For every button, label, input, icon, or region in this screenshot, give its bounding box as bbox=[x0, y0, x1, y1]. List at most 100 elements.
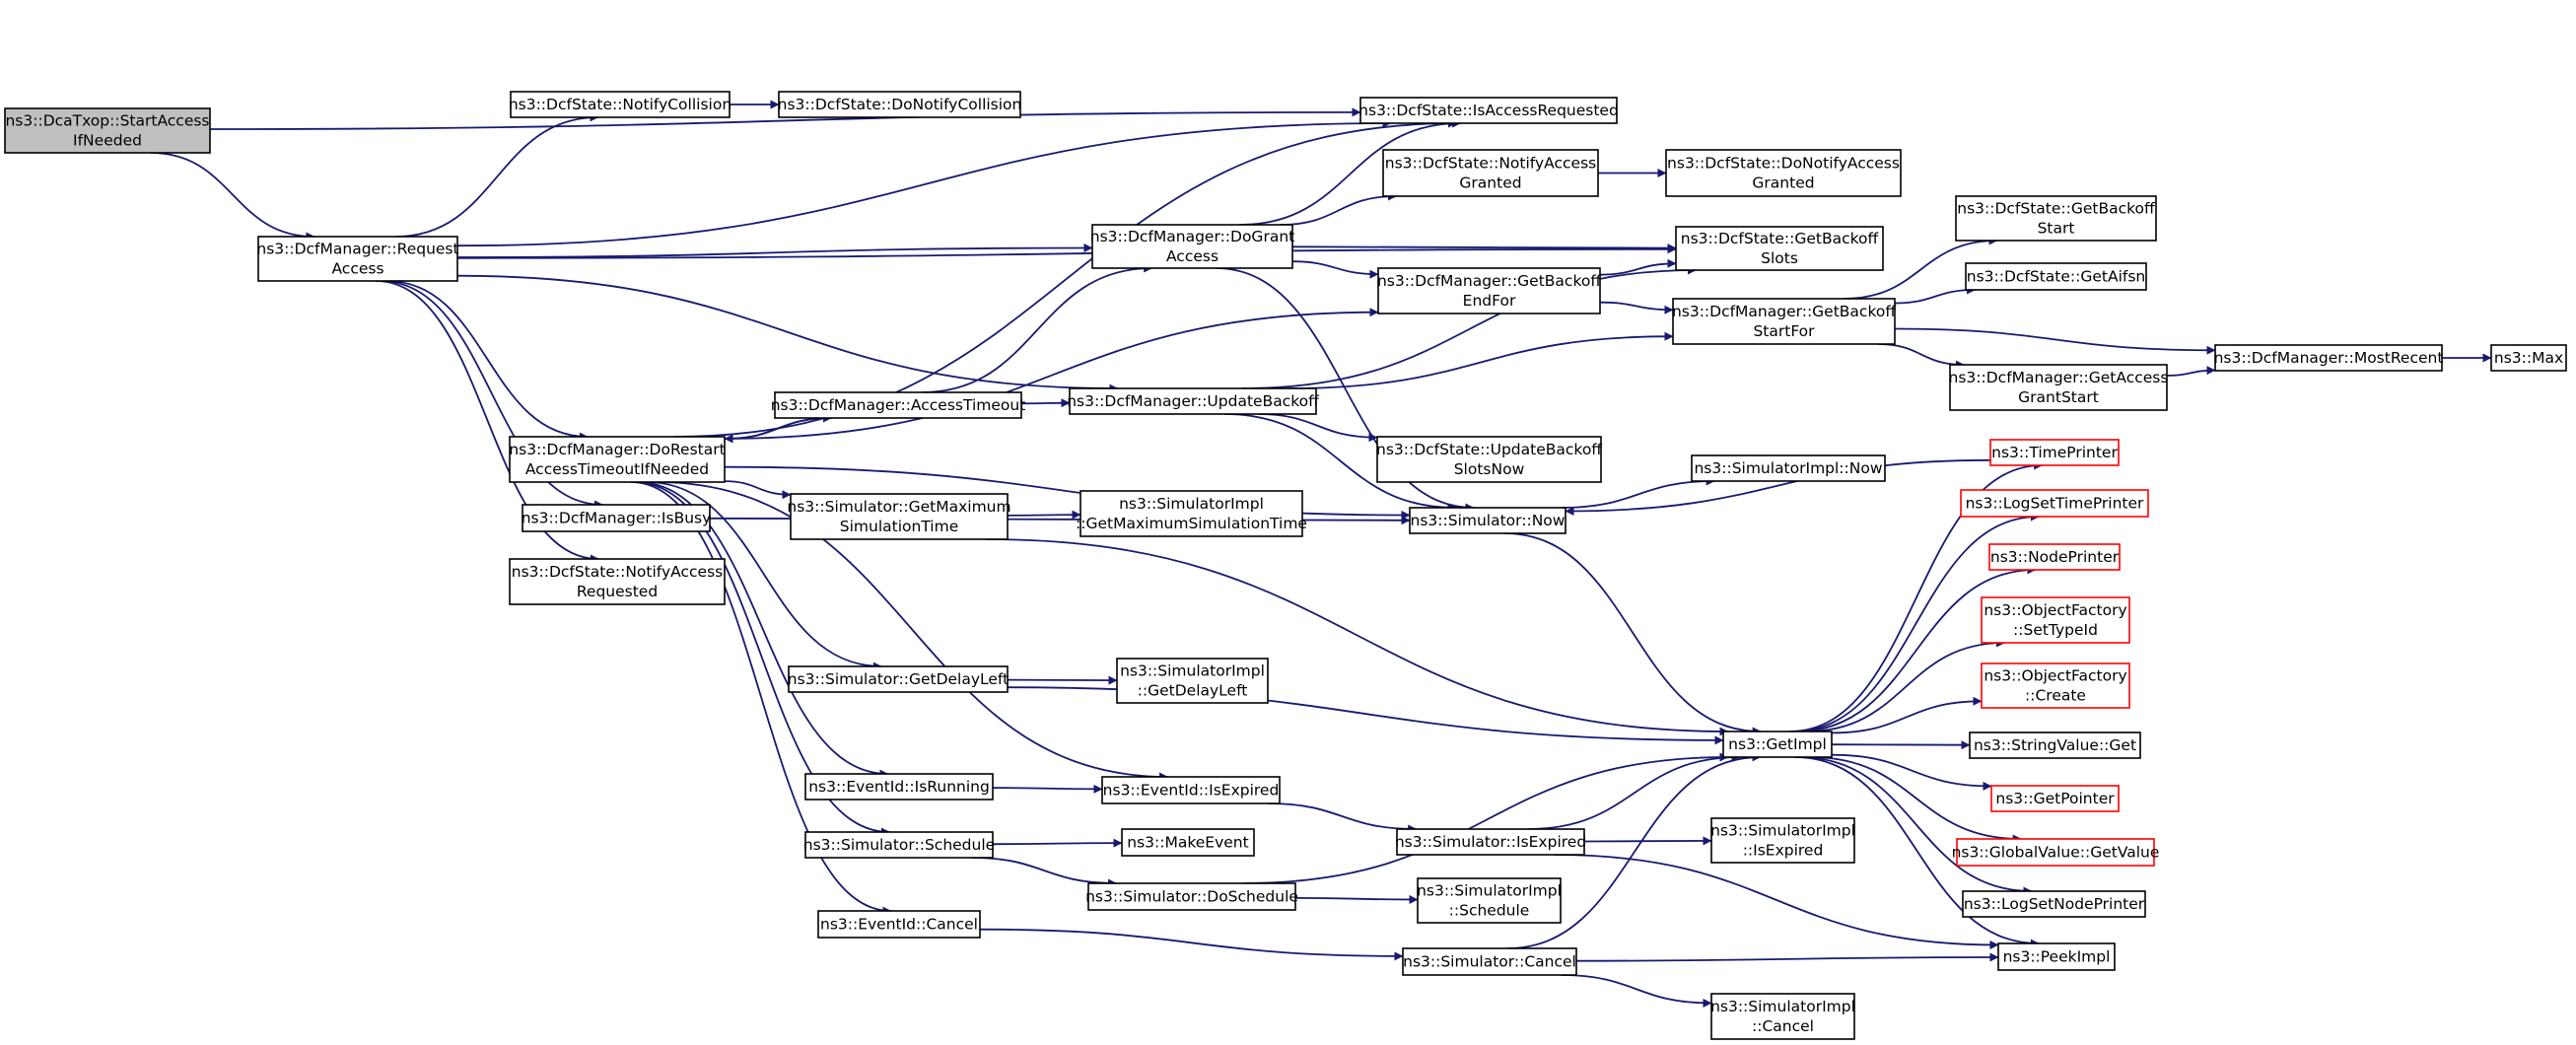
node-label: ns3::GetPointer bbox=[1995, 790, 2115, 807]
edge-getmaxsimtime-to-implgetmaxsimtime bbox=[1007, 510, 1081, 520]
node-isaccessrequested[interactable]: ns3::DcfState::IsAccessRequested bbox=[1358, 97, 1619, 124]
node-logsetnodeprinter[interactable]: ns3::LogSetNodePrinter bbox=[1962, 890, 2146, 918]
node-label: EndFor bbox=[1463, 292, 1516, 310]
node-label: ns3::DcfState::NotifyAccess bbox=[512, 563, 723, 581]
node-implschedule[interactable]: ns3::SimulatorImpl::Schedule bbox=[1417, 877, 1562, 924]
node-dorestart[interactable]: ns3::DcfManager::DoRestartAccessTimeoutI… bbox=[509, 436, 726, 483]
node-label: ns3::SimulatorImpl bbox=[1417, 882, 1562, 900]
node-logsettimeprinter[interactable]: ns3::LogSetTimePrinter bbox=[1960, 489, 2149, 518]
node-globalvalueget[interactable]: ns3::GlobalValue::GetValue bbox=[1952, 838, 2160, 867]
node-notifycollision[interactable]: ns3::DcfState::NotifyCollision bbox=[509, 91, 731, 118]
edge-getbackoffstartfor-to-getbackoffstart bbox=[1844, 236, 1998, 300]
edge-getdelayleft-to-implgetdelayleft bbox=[1007, 675, 1118, 685]
node-settypeid[interactable]: ns3::ObjectFactory::SetTypeId bbox=[1981, 596, 2130, 644]
node-box bbox=[1997, 942, 2116, 971]
node-peekimpl[interactable]: ns3::PeekImpl bbox=[1997, 942, 2116, 971]
node-box bbox=[1969, 732, 2141, 759]
node-label: Granted bbox=[1459, 174, 1521, 192]
node-implcancel[interactable]: ns3::SimulatorImpl::Cancel bbox=[1710, 993, 1855, 1040]
edge-eventcancel-to-simcancel bbox=[979, 928, 1404, 961]
node-label: ::GetDelayLeft bbox=[1138, 682, 1248, 700]
node-label: ns3::DcfState::GetBackoff bbox=[1957, 200, 2155, 218]
node-simcancel[interactable]: ns3::Simulator::Cancel bbox=[1402, 947, 1577, 976]
node-implgetdelayleft[interactable]: ns3::SimulatorImpl::GetDelayLeft bbox=[1116, 658, 1269, 704]
node-label: ns3::DcfManager::MostRecent bbox=[2214, 349, 2444, 367]
edge-dorestart-to-eventisrunning bbox=[636, 481, 889, 779]
node-label: Requested bbox=[577, 583, 658, 600]
edge-timeprinter-to-simnow bbox=[1565, 458, 1991, 516]
node-simnow[interactable]: ns3::Simulator::Now bbox=[1409, 507, 1566, 534]
node-label: ns3::SimulatorImpl bbox=[1710, 822, 1855, 840]
node-makeevent[interactable]: ns3::MakeEvent bbox=[1121, 828, 1255, 857]
node-box bbox=[1960, 489, 2149, 518]
edge-eventisexpired-to-simisexpired bbox=[1268, 802, 1418, 834]
node-max[interactable]: ns3::Max bbox=[2490, 344, 2567, 372]
node-label: ns3::DcaTxop::StartAccess bbox=[5, 112, 209, 130]
edge-requestaccess-to-getbackoffslots bbox=[456, 244, 1677, 259]
edge-accesstimeout-to-updatebackoff bbox=[1020, 398, 1071, 408]
node-label: ns3::LogSetNodePrinter bbox=[1964, 895, 2145, 913]
node-label: ns3::Max bbox=[2494, 349, 2563, 367]
edge-simcancel-to-getimpl bbox=[1506, 752, 1762, 949]
node-label: ::Cancel bbox=[1752, 1017, 1814, 1035]
node-label: SimulationTime bbox=[840, 518, 959, 535]
edge-dograntaccess-to-getbackoffendfor bbox=[1291, 260, 1379, 279]
node-label: ns3::DcfState::DoNotifyAccess bbox=[1667, 155, 1900, 173]
node-label: ns3::StringValue::Get bbox=[1974, 736, 2136, 754]
node-getmaxsimtime[interactable]: ns3::Simulator::GetMaximumSimulationTime bbox=[787, 493, 1011, 540]
node-mostrecent[interactable]: ns3::DcfManager::MostRecent bbox=[2214, 344, 2444, 372]
node-create[interactable]: ns3::ObjectFactory::Create bbox=[1981, 662, 2130, 709]
node-implgetmaxsimtime[interactable]: ns3::SimulatorImpl::GetMaximumSimulation… bbox=[1076, 490, 1307, 537]
node-box bbox=[804, 773, 994, 801]
node-eventcancel[interactable]: ns3::EventId::Cancel bbox=[817, 910, 981, 939]
node-implisexpired[interactable]: ns3::SimulatorImpl::IsExpired bbox=[1710, 817, 1855, 864]
node-stringvalueget[interactable]: ns3::StringValue::Get bbox=[1969, 732, 2141, 759]
node-getaifsn[interactable]: ns3::DcfState::GetAifsn bbox=[1965, 262, 2147, 291]
node-updatebackoff[interactable]: ns3::DcfManager::UpdateBackoff bbox=[1067, 387, 1319, 415]
node-getpointer[interactable]: ns3::GetPointer bbox=[1990, 785, 2120, 812]
node-label: ns3::DcfManager::GetBackoff bbox=[1377, 272, 1601, 290]
node-eventisexpired[interactable]: ns3::EventId::IsExpired bbox=[1101, 776, 1281, 804]
node-box bbox=[1091, 224, 1293, 269]
edge-getbackoffstartfor-to-mostrecent bbox=[1894, 327, 2216, 355]
node-label: ns3::NodePrinter bbox=[1990, 548, 2120, 566]
node-box bbox=[4, 107, 211, 154]
node-timeprinter[interactable]: ns3::TimePrinter bbox=[1989, 439, 2120, 466]
edge-dograntaccess-to-isaccessrequested bbox=[1239, 118, 1462, 226]
node-getdelayleft[interactable]: ns3::Simulator::GetDelayLeft bbox=[788, 665, 1009, 693]
node-label: ns3::DcfManager::DoRestart bbox=[509, 441, 725, 458]
node-box bbox=[1417, 877, 1562, 924]
node-simisexpired[interactable]: ns3::Simulator::IsExpired bbox=[1395, 828, 1586, 856]
edge-getimpl-to-logsettimeprinter bbox=[1791, 512, 2040, 732]
node-isbusy[interactable]: ns3::DcfManager::IsBusy bbox=[522, 504, 712, 532]
edge-doschedule-to-getimpl bbox=[1242, 752, 1729, 884]
node-box bbox=[1665, 149, 1902, 197]
node-simimplnow[interactable]: ns3::SimulatorImpl::Now bbox=[1691, 454, 1886, 482]
node-box bbox=[1981, 662, 2130, 709]
node-simschedule[interactable]: ns3::Simulator::Schedule bbox=[803, 831, 995, 859]
node-donotifycollision[interactable]: ns3::DcfState::DoNotifyCollision bbox=[778, 91, 1022, 118]
node-eventisrunning[interactable]: ns3::EventId::IsRunning bbox=[804, 773, 994, 801]
node-box bbox=[1396, 828, 1585, 856]
node-doschedule[interactable]: ns3::Simulator::DoSchedule bbox=[1085, 882, 1298, 911]
node-label: ::Schedule bbox=[1449, 902, 1530, 920]
edge-dorestart-to-eventisexpired bbox=[656, 481, 1169, 782]
edge-getimpl-to-settypeid bbox=[1806, 638, 2005, 732]
node-nodeprinter[interactable]: ns3::NodePrinter bbox=[1988, 543, 2121, 571]
edge-getimpl-to-timeprinter bbox=[1789, 460, 2044, 732]
node-getimpl[interactable]: ns3::GetImpl bbox=[1722, 731, 1833, 758]
node-accesstimeout[interactable]: ns3::DcfManager::AccessTimeout bbox=[771, 391, 1026, 419]
edge-updatebackoff-to-updatebackoffslotsnow bbox=[1258, 413, 1378, 443]
